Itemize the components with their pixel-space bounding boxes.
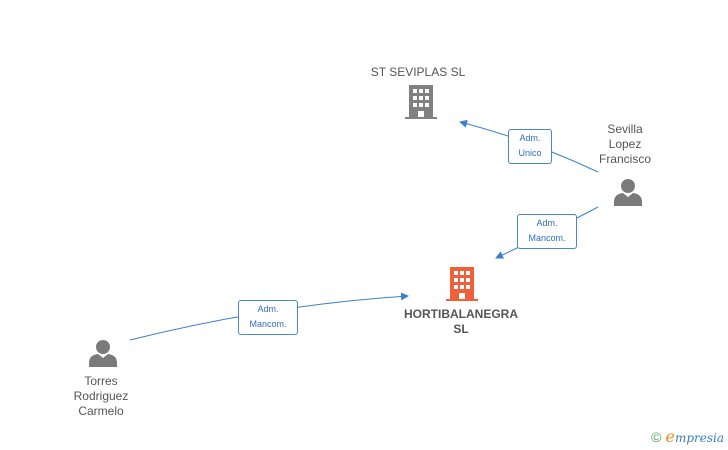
company-seviplas-label[interactable]: ST SEVIPLAS SL — [370, 65, 466, 79]
edge-label-adm-mancom-sevilla: Adm. Mancom. — [517, 214, 577, 249]
company-seviplas-building-icon[interactable] — [405, 85, 437, 119]
edge-label-adm-unico: Adm. Unico — [508, 129, 552, 164]
empresia-logo-rest: mpresia — [674, 431, 724, 445]
copyright-icon: © — [651, 428, 662, 445]
person-torres-icon[interactable] — [88, 339, 118, 367]
edge-label-adm-mancom-torres: Adm. Mancom. — [238, 300, 298, 335]
empresia-watermark: © empresia — [651, 427, 724, 446]
empresia-logo: empresia — [665, 427, 724, 446]
person-sevilla-label[interactable]: Sevilla Lopez Francisco — [598, 122, 651, 166]
empresia-logo-first-letter: e — [665, 427, 675, 446]
company-hortibalanegra-label[interactable]: HORTIBALANEGRA SL — [404, 307, 518, 336]
person-sevilla-icon[interactable] — [613, 178, 643, 206]
company-hortibalanegra-building-icon[interactable] — [446, 267, 478, 301]
person-torres-label[interactable]: Torres Rodriguez Carmelo — [73, 374, 129, 418]
